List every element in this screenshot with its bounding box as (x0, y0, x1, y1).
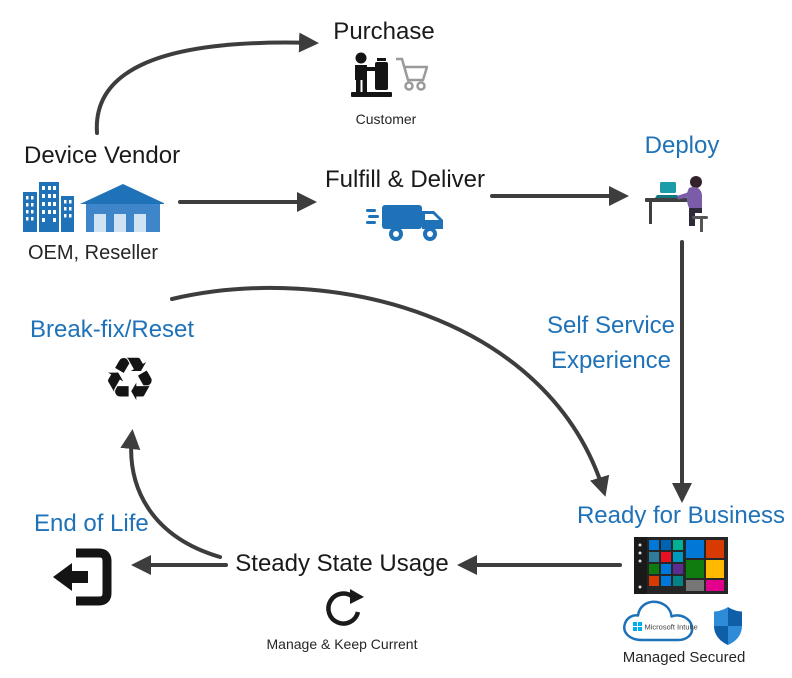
oem-reseller-caption: OEM, Reseller (28, 242, 159, 264)
self-service-line1: Self Service (546, 312, 676, 339)
arrow-steady-to-breakfix (120, 429, 222, 559)
break-fix-title: Break-fix/Reset (30, 316, 195, 343)
refresh-cycle-icon (326, 589, 364, 626)
device-vendor-title: Device Vendor (24, 142, 181, 169)
customer-caption: Customer (355, 111, 417, 127)
customer-checkout-icon (351, 52, 428, 97)
recycle-icon: ♻ (103, 345, 157, 415)
steady-state-title: Steady State Usage (235, 550, 449, 577)
person-at-desk-icon (645, 176, 708, 232)
ready-for-business-title: Ready for Business (576, 502, 786, 529)
arrow-breakfix-to-ready (170, 286, 610, 497)
deploy-title: Deploy (644, 132, 720, 159)
oem-buildings-icon (23, 182, 164, 232)
exit-logout-icon (53, 548, 112, 606)
self-service-label: Self Service Experience (547, 312, 675, 375)
fulfill-deliver-title: Fulfill & Deliver (324, 166, 486, 193)
delivery-truck-icon (366, 205, 443, 241)
intune-logo-label: Microsoft Intune (645, 623, 698, 632)
warehouse-icon (80, 184, 164, 232)
microsoft-intune-logo: Microsoft Intune (623, 600, 698, 642)
purchase-title: Purchase (333, 18, 435, 45)
self-service-line2: Experience (550, 347, 672, 374)
managed-secured-caption: Managed Secured (622, 649, 746, 666)
defender-shield-icon (714, 607, 742, 645)
shopping-cart-icon (396, 57, 428, 91)
end-of-life-title: End of Life (34, 510, 149, 537)
windows-start-screen-thumbnail (634, 537, 728, 594)
manage-keep-current-caption: Manage & Keep Current (266, 636, 418, 652)
windows-flag-icon (633, 622, 642, 631)
arrow-vendor-to-purchase (94, 32, 319, 135)
